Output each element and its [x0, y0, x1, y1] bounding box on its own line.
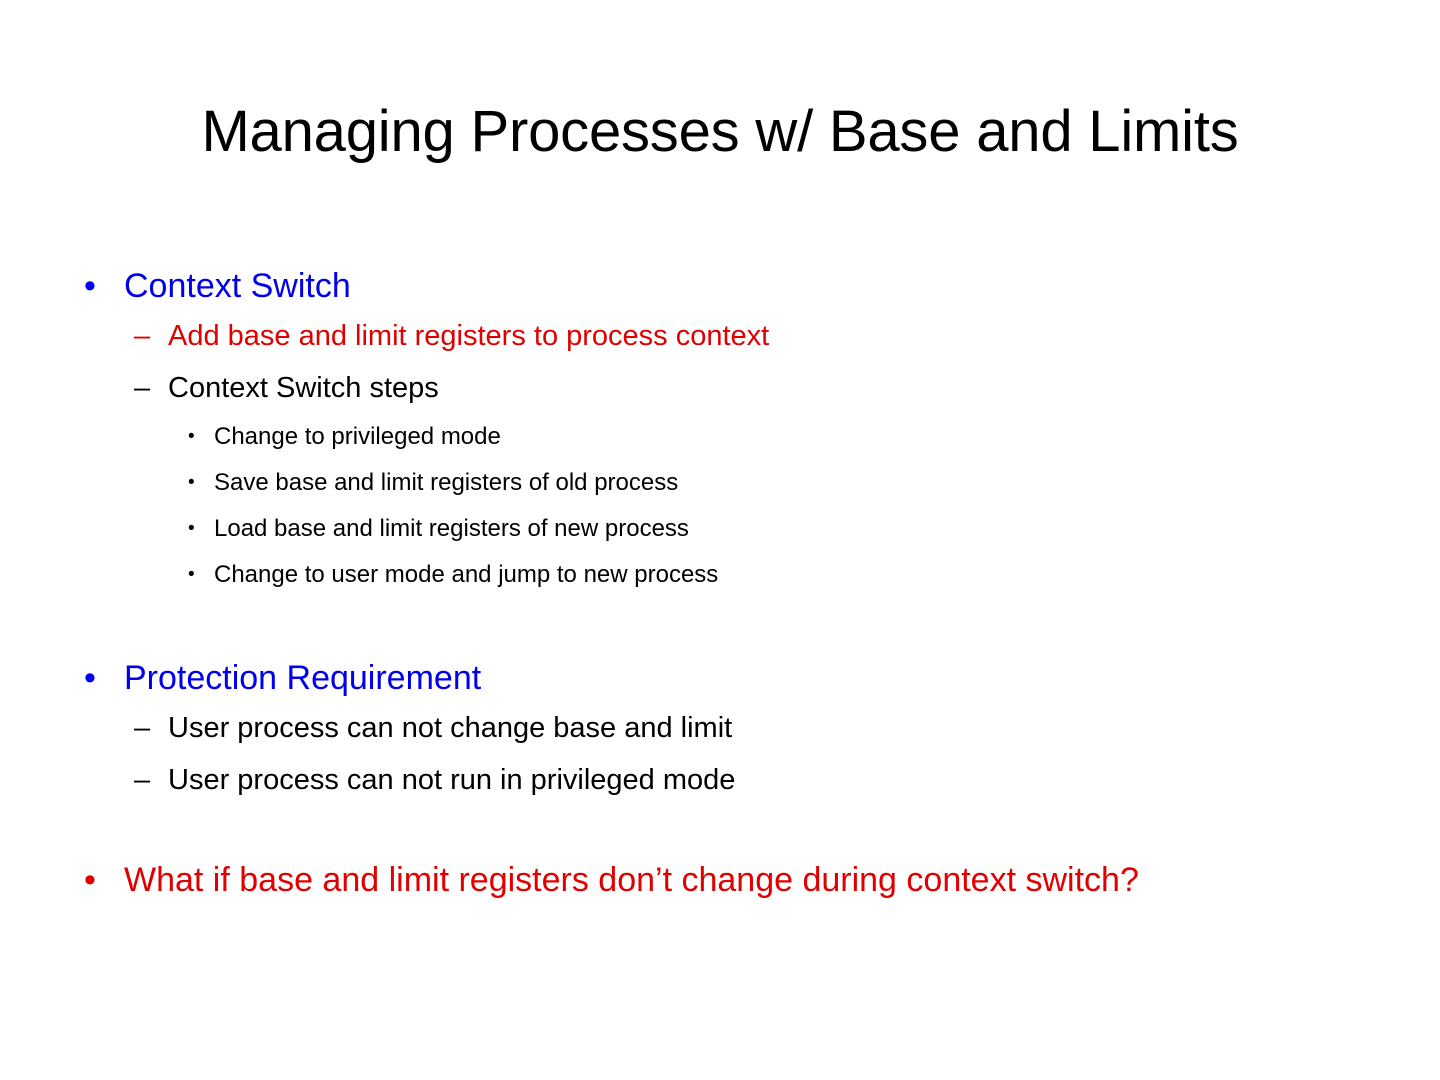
- list-item-no-privileged-mode[interactable]: – User process can not run in privileged…: [0, 758, 1440, 802]
- list-item-step-privileged-mode[interactable]: • Change to privileged mode: [0, 418, 1440, 456]
- sub-item-text: Context Switch steps: [168, 372, 439, 404]
- bullet-dot-icon: •: [84, 861, 96, 899]
- bullet-dot-icon: •: [188, 518, 195, 539]
- page-title: Managing Processes w/ Base and Limits: [201, 99, 1239, 164]
- list-item-step-load-registers[interactable]: • Load base and limit registers of new p…: [0, 510, 1440, 548]
- bullet-dot-icon: •: [188, 426, 195, 447]
- step-text: Save base and limit registers of old pro…: [214, 469, 679, 496]
- list-item-step-save-registers[interactable]: • Save base and limit registers of old p…: [0, 464, 1440, 502]
- sub-item-text: User process can not change base and lim…: [168, 712, 733, 744]
- section-spacer: [0, 602, 1440, 654]
- question-text: What if base and limit registers don’t c…: [124, 861, 1139, 899]
- sub-item-text: Add base and limit registers to process …: [168, 320, 770, 352]
- dash-marker-icon: –: [134, 712, 151, 744]
- step-text: Load base and limit registers of new pro…: [214, 515, 689, 542]
- slide-body: • Context Switch – Add base and limit re…: [0, 262, 1440, 908]
- list-item-context-switch[interactable]: • Context Switch: [0, 262, 1440, 310]
- step-text: Change to privileged mode: [214, 423, 501, 450]
- dash-marker-icon: –: [134, 764, 151, 796]
- bullet-dot-icon: •: [188, 564, 195, 585]
- section-heading-protection-requirement: Protection Requirement: [124, 659, 482, 697]
- bullet-dot-icon: •: [188, 472, 195, 493]
- bullet-dot-icon: •: [84, 267, 96, 305]
- section-spacer: [0, 810, 1440, 856]
- list-item-step-user-mode[interactable]: • Change to user mode and jump to new pr…: [0, 556, 1440, 594]
- sub-item-text: User process can not run in privileged m…: [168, 764, 736, 796]
- list-item-protection-requirement[interactable]: • Protection Requirement: [0, 654, 1440, 702]
- list-item-context-switch-steps[interactable]: – Context Switch steps: [0, 366, 1440, 410]
- step-text: Change to user mode and jump to new proc…: [214, 561, 719, 588]
- bullet-dot-icon: •: [84, 659, 96, 697]
- section-heading-context-switch: Context Switch: [124, 267, 351, 305]
- list-item-question[interactable]: • What if base and limit registers don’t…: [0, 856, 1440, 904]
- dash-marker-icon: –: [134, 320, 151, 352]
- dash-marker-icon: –: [134, 372, 151, 404]
- list-item-no-change-base-limit[interactable]: – User process can not change base and l…: [0, 706, 1440, 750]
- list-item-add-registers[interactable]: – Add base and limit registers to proces…: [0, 314, 1440, 358]
